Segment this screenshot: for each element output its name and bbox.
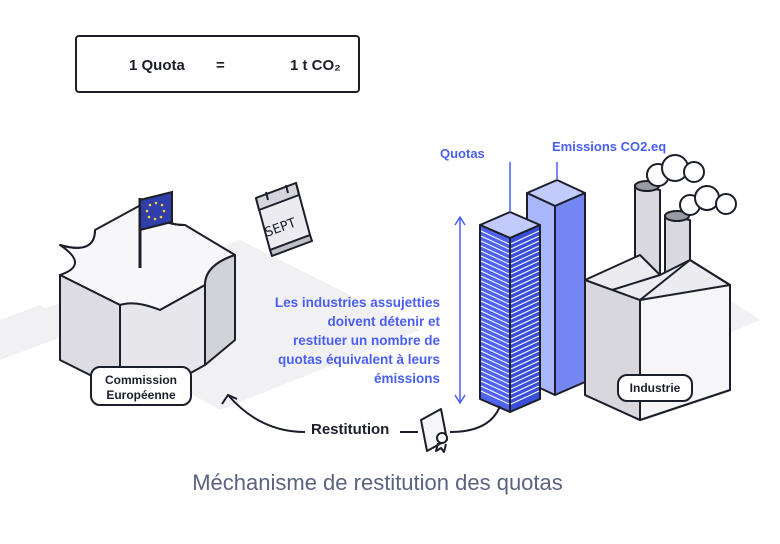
quota-stack-line (510, 280, 540, 295)
quota-stack-line (510, 385, 540, 400)
legend-equals-sign: = (216, 57, 225, 74)
quota-stack-line (510, 290, 540, 305)
quota-stack-line (510, 300, 540, 315)
commission-tag-line: Commission (104, 373, 177, 387)
quota-stack-line (480, 235, 510, 250)
restitution-label: Restitution (311, 421, 390, 438)
commission-tag-line: Européenne (106, 388, 176, 402)
quotas-label: Quotas (440, 146, 485, 161)
quota-stack-line (510, 375, 540, 390)
legend-quota-label: 1 Quota (129, 57, 185, 74)
quota-stack-line (480, 290, 510, 305)
quota-stack-line (510, 325, 540, 340)
quota-stack-line (510, 345, 540, 360)
quota-stack-line (510, 285, 540, 300)
paragraph-line: émissions (373, 371, 440, 386)
quota-stack-line (480, 270, 510, 285)
emissions-label: Emissions CO2.eq (552, 139, 667, 154)
certificate-icon (420, 408, 448, 453)
quota-stack-line (480, 365, 510, 380)
quota-stack-line (480, 315, 510, 330)
quota-stack-line (480, 340, 510, 355)
quota-stack-line (480, 345, 510, 360)
quota-stack-line (510, 350, 540, 365)
quota-stack-line (510, 265, 540, 280)
quota-stack-line (510, 380, 540, 395)
quota-stack-line (510, 310, 540, 325)
diagram-caption: Méchanisme de restitution des quotas (192, 470, 563, 495)
quota-stack-line (480, 390, 510, 405)
quota-stack-line (480, 300, 510, 315)
quota-stack-line (510, 255, 540, 270)
quota-stack-line (480, 240, 510, 255)
quota-stack-line (510, 370, 540, 385)
quota-stack-line (480, 335, 510, 350)
quota-stack-line (510, 320, 540, 335)
quota-stack-line (480, 285, 510, 300)
quota-stack-line (480, 380, 510, 395)
quota-stack-line (480, 275, 510, 290)
quota-stack-line (510, 360, 540, 375)
quota-stack-line (510, 390, 540, 405)
quota-stack-line (480, 280, 510, 295)
quota-stack-line (510, 365, 540, 380)
quotas-tower (479, 211, 541, 413)
quota-stack-line (480, 295, 510, 310)
quota-stack-line (480, 355, 510, 370)
quota-stack-lines (480, 230, 540, 405)
quota-stack-line (480, 260, 510, 275)
quota-stack-line (510, 335, 540, 350)
quota-stack-line (480, 310, 510, 325)
quota-stack-line (510, 330, 540, 345)
quota-stack-line (480, 305, 510, 320)
quota-stack-line (510, 295, 540, 310)
legend-box: 1 Quota = 1 t CO₂ (75, 35, 360, 93)
paragraph-line: Les industries assujetties (274, 295, 440, 310)
industrie-tag-label: Industrie (629, 381, 681, 395)
industrie-tag: Industrie (617, 374, 693, 402)
paragraph-line: quotas équivalent à leurs (277, 352, 440, 367)
quota-stack-line (510, 250, 540, 265)
restitution-flow (221, 393, 501, 433)
legend-co2-label: 1 t CO₂ (290, 57, 341, 74)
quota-stack-line (510, 235, 540, 250)
quota-stack-line (480, 265, 510, 280)
quota-stack-line (480, 375, 510, 390)
quota-stack-line (480, 255, 510, 270)
quota-stack-line (480, 245, 510, 260)
quota-stack-line (480, 330, 510, 345)
paragraph-line: restituer un nombre de (292, 333, 440, 348)
quota-stack-line (510, 260, 540, 275)
quota-stack-line (510, 230, 540, 245)
quota-stack-line (480, 325, 510, 340)
calendar-icon (255, 182, 313, 257)
quota-stack-line (480, 360, 510, 375)
obligation-paragraph: Les industries assujetties doivent déten… (248, 293, 440, 388)
quota-stack-line (480, 230, 510, 245)
quota-stack-line (480, 320, 510, 335)
quota-stack-line (480, 250, 510, 265)
height-arrow (454, 215, 466, 405)
quota-stack-line (510, 315, 540, 330)
quota-stack-line (510, 275, 540, 290)
quota-stack-line (510, 305, 540, 320)
quota-stack-line (480, 350, 510, 365)
quota-stack-line (510, 245, 540, 260)
quota-stack-line (480, 370, 510, 385)
quota-stack-line (510, 240, 540, 255)
paragraph-line: doivent détenir et (327, 314, 440, 329)
quota-stack-line (510, 340, 540, 355)
quota-stack-line (510, 270, 540, 285)
quota-stack-line (510, 355, 540, 370)
quota-stack-line (480, 385, 510, 400)
eu-flag (138, 190, 173, 268)
commission-tag: Commission Européenne (90, 366, 192, 406)
